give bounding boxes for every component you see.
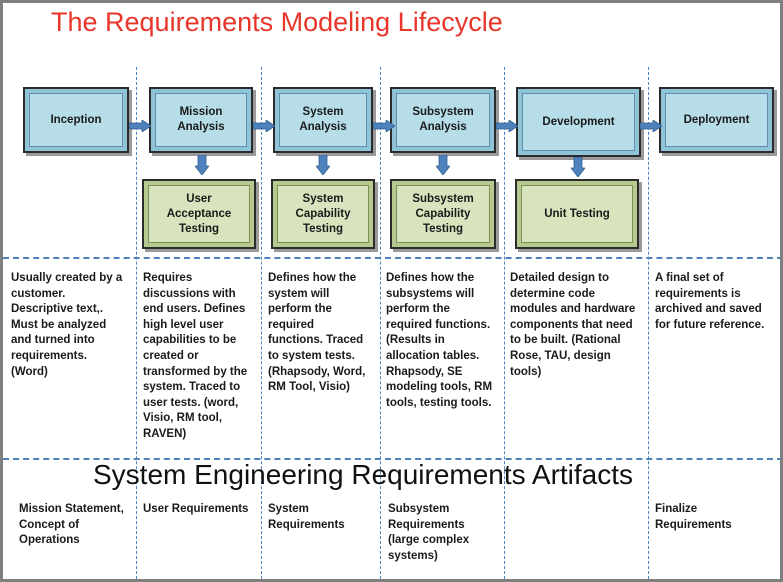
column-divider	[648, 67, 649, 579]
column-divider	[261, 67, 262, 579]
phase-development: Development	[516, 87, 641, 157]
column-divider	[380, 67, 381, 579]
description-mission-analysis: Requires discussions with end users. Def…	[143, 272, 248, 440]
description-system-analysis: Defines how the system will perform the …	[268, 272, 366, 394]
artifact-inception: Mission Statement, Concept of Operations	[19, 503, 124, 547]
flow-arrow-icon	[129, 120, 151, 132]
flow-arrow-icon	[640, 120, 662, 132]
flow-arrow-icon	[373, 120, 395, 132]
column-divider	[136, 67, 137, 579]
row-divider	[3, 458, 780, 460]
down-arrow-icon	[195, 155, 209, 175]
down-arrow-icon	[436, 155, 450, 175]
description-development: Detailed design to determine code module…	[510, 272, 636, 378]
phase-mission-analysis: Mission Analysis	[149, 87, 253, 153]
down-arrow-icon	[571, 157, 585, 177]
diagram-title: The Requirements Modeling Lifecycle	[51, 7, 503, 37]
description-deployment: A final set of requirements is archived …	[655, 272, 765, 331]
artifact-subsystem-analysis: Subsystem Requirements (large complex sy…	[388, 503, 470, 562]
test-subsystem-capability: Subsystem Capability Testing	[390, 179, 496, 249]
row-divider	[3, 257, 780, 259]
artifact-mission-analysis: User Requirements	[143, 503, 249, 515]
column-divider	[504, 67, 505, 579]
flow-arrow-icon	[253, 120, 275, 132]
test-unit: Unit Testing	[515, 179, 639, 249]
test-system-capability: System Capability Testing	[271, 179, 375, 249]
phase-system-analysis: System Analysis	[273, 87, 373, 153]
artifacts-banner: System Engineering Requirements Artifact…	[93, 459, 634, 490]
artifact-deployment: Finalize Requirements	[655, 503, 732, 531]
phase-subsystem-analysis: Subsystem Analysis	[390, 87, 496, 153]
phase-inception: Inception	[23, 87, 129, 153]
artifact-system-analysis: System Requirements	[268, 503, 345, 531]
flow-arrow-icon	[496, 120, 518, 132]
description-subsystem-analysis: Defines how the subsystems will perform …	[386, 272, 493, 409]
description-inception: Usually created by a customer. Descripti…	[11, 272, 123, 378]
phase-deployment: Deployment	[659, 87, 774, 153]
down-arrow-icon	[316, 155, 330, 175]
test-user-acceptance: User Acceptance Testing	[142, 179, 256, 249]
